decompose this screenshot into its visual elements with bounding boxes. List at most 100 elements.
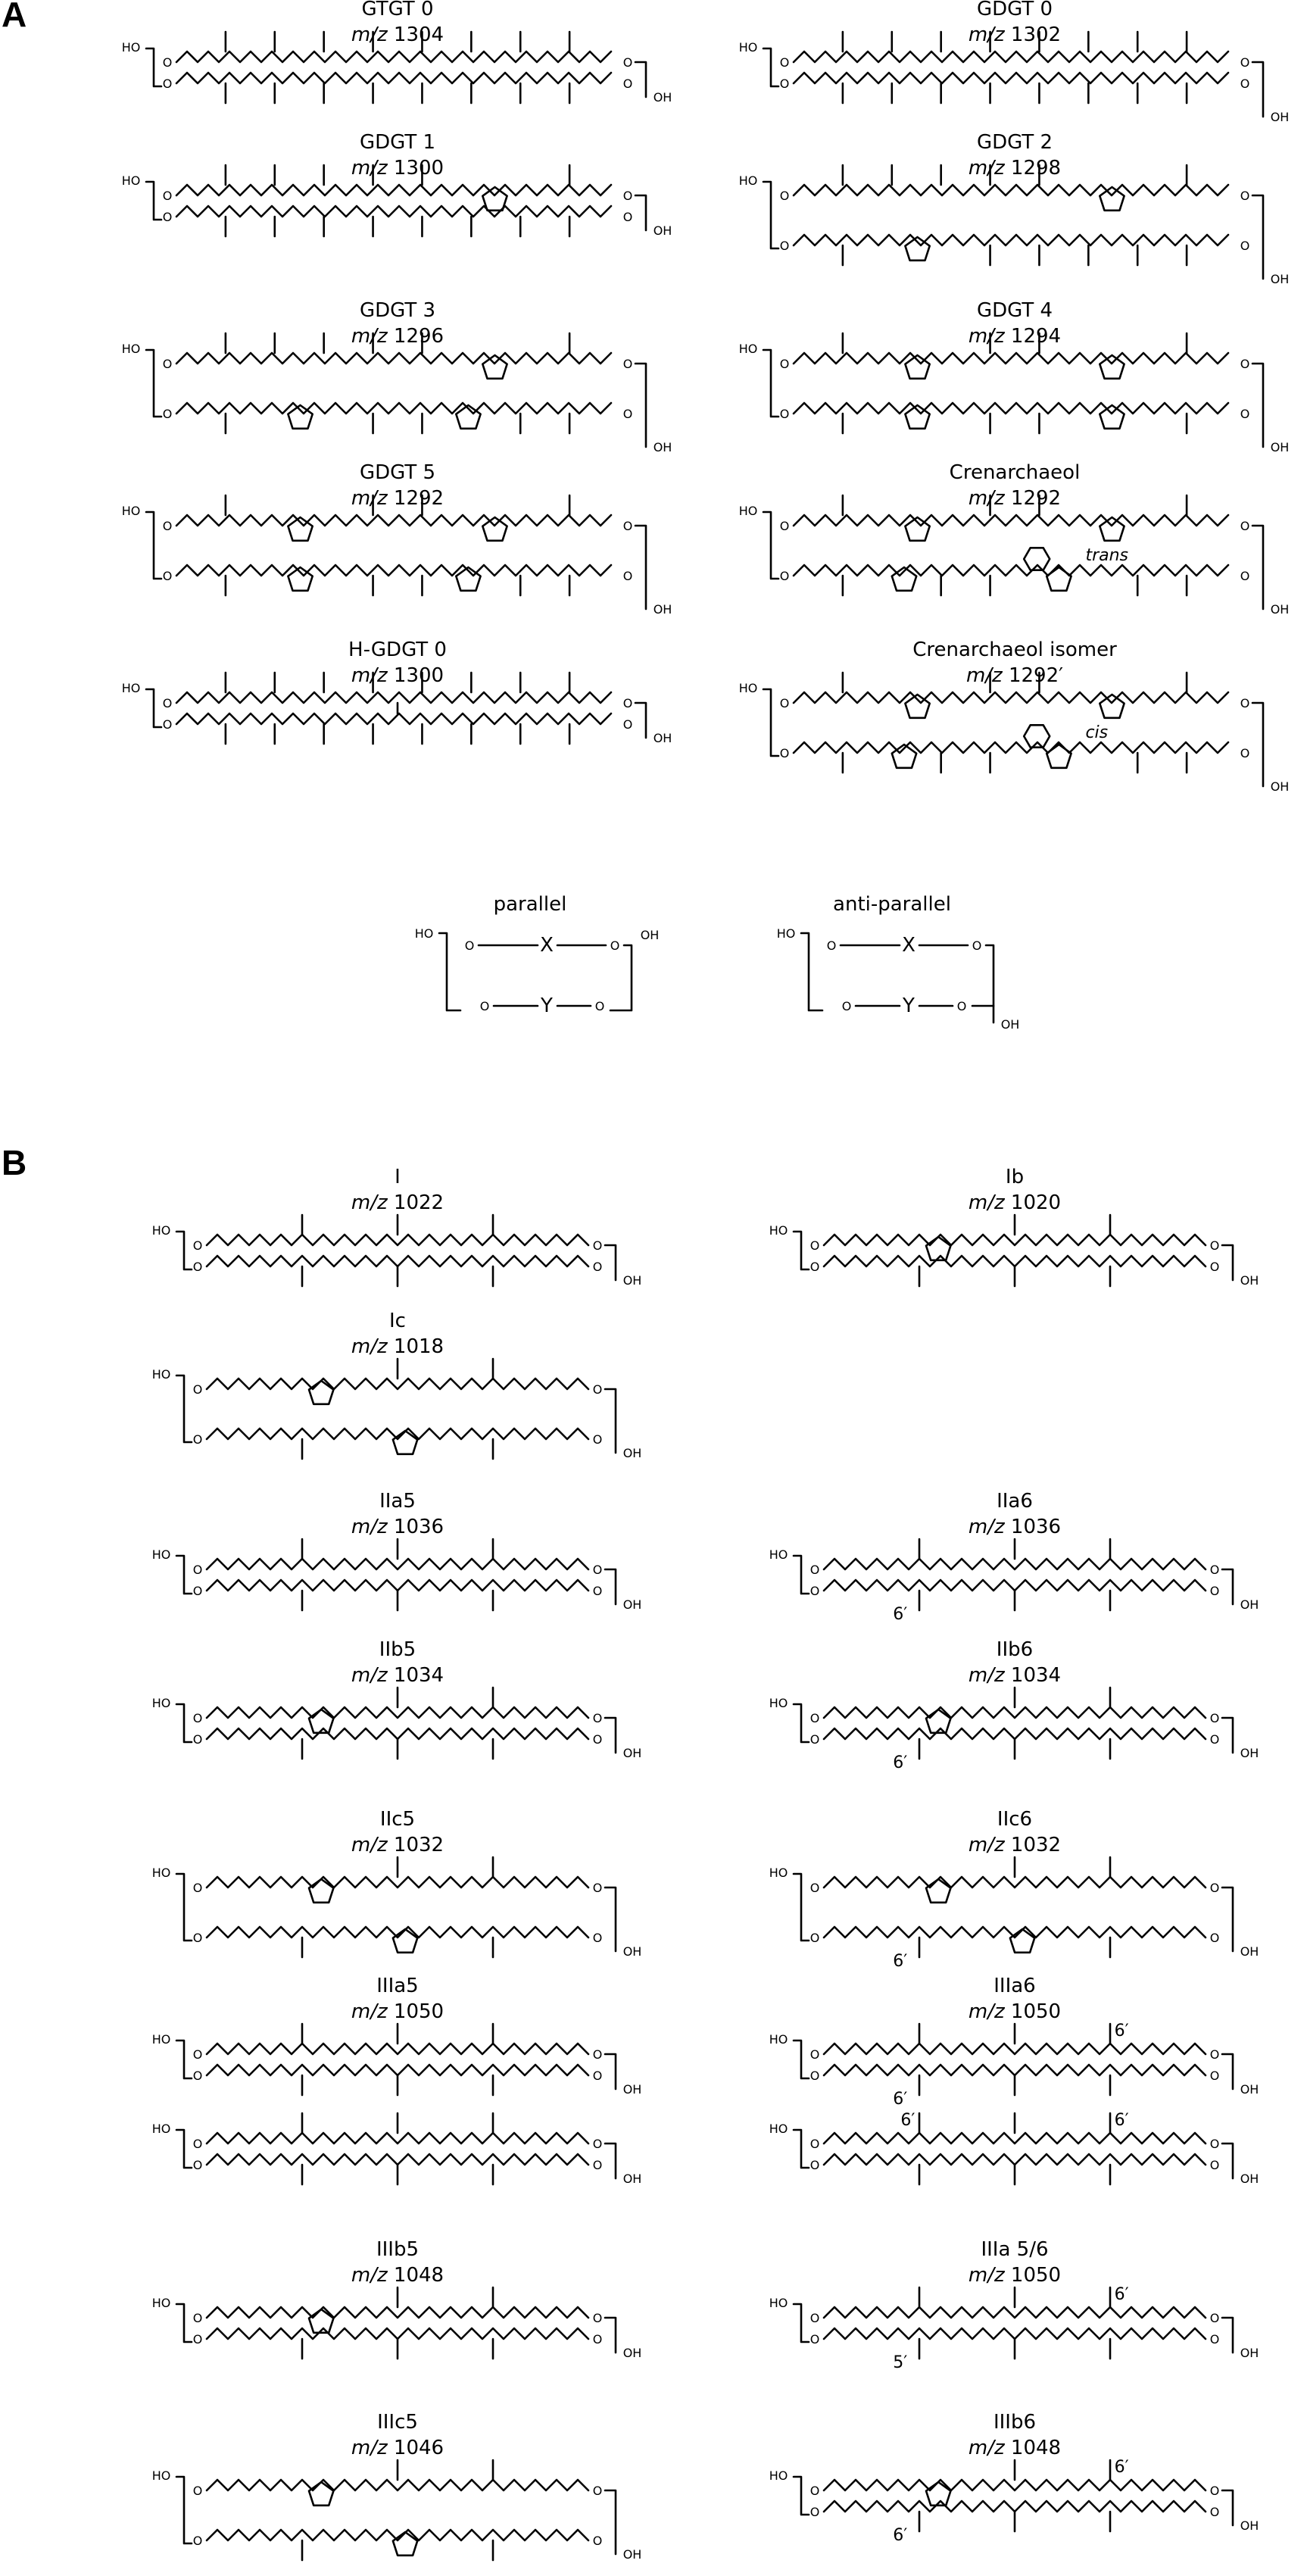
alkyl-chain <box>792 514 1230 527</box>
glycerol-backbone <box>792 2039 810 2080</box>
ether-oxygen: O <box>1240 746 1250 760</box>
alkyl-chain <box>822 2063 1207 2077</box>
hydroxyl-label: HO <box>122 342 141 356</box>
ether-oxygen: O <box>1240 519 1250 533</box>
glycerol-backbone <box>145 511 163 580</box>
cyclopentane-ring <box>925 1708 952 1735</box>
glycerol-backbone <box>1251 194 1265 280</box>
ether-oxygen: O <box>780 76 790 91</box>
branch-position-label: 6′ <box>1115 2285 1129 2304</box>
glycerol-backbone <box>604 2142 617 2180</box>
structure-name: I <box>395 1166 401 1188</box>
ether-oxygen: O <box>1240 407 1250 421</box>
ether-oxygen: O <box>193 1382 203 1397</box>
cyclopentane-ring <box>1099 693 1125 720</box>
alkyl-chain <box>205 2478 590 2492</box>
ether-oxygen: O <box>623 717 633 732</box>
ether-oxygen: O <box>1210 2505 1220 2519</box>
glycerol-backbone <box>1221 2142 1234 2180</box>
mz-prefix: m/z <box>351 2437 394 2459</box>
cyclohexane-ring <box>1022 547 1051 571</box>
mz-value: 1298 <box>1011 157 1061 180</box>
ether-oxygen: O <box>593 1732 603 1747</box>
alkyl-chain <box>205 1427 590 1441</box>
glycerol-backbone <box>604 1886 617 1953</box>
glycerol-backbone <box>792 1703 810 1744</box>
structure-name: IIIa6 <box>994 1975 1035 1997</box>
ether-oxygen: O <box>810 2137 820 2151</box>
alkyl-chain <box>175 205 613 218</box>
glycerol-backbone <box>145 688 163 729</box>
alkyl-chain <box>792 351 1230 365</box>
structure-name: GDGT 0 <box>977 0 1053 20</box>
mass-to-charge: m/z 1022 <box>351 1191 444 1214</box>
ether-oxygen: O <box>623 407 633 421</box>
structure-name: IIb5 <box>379 1638 416 1661</box>
ether-oxygen: O <box>1240 239 1250 253</box>
mz-value: 1296 <box>394 325 444 348</box>
ether-oxygen: O <box>1210 1732 1220 1747</box>
ether-oxygen: O <box>810 1881 820 1895</box>
alkyl-chain <box>205 2327 590 2340</box>
glycerol-backbone <box>145 47 163 88</box>
hydroxyl-label: HO <box>152 2122 171 2136</box>
cyclopentane-ring <box>482 186 508 212</box>
alkyl-chain <box>822 2500 1207 2513</box>
mass-to-charge: m/z 1294 <box>969 325 1061 348</box>
mz-value: 1300 <box>394 664 444 687</box>
ether-oxygen: O <box>193 2137 203 2151</box>
glycerol-backbone <box>634 362 647 448</box>
alkyl-chain <box>175 71 613 85</box>
glycerol-backbone <box>792 1230 810 1271</box>
mz-prefix: m/z <box>351 1335 394 1358</box>
chain-y-label: Y <box>540 994 553 1017</box>
branch-position-label: 6′ <box>893 2090 907 2109</box>
mz-value: 1034 <box>394 1664 444 1687</box>
ether-oxygen: O <box>593 1432 603 1447</box>
alkyl-chain <box>792 183 1230 197</box>
mz-value: 1292 <box>1011 487 1061 510</box>
glycerol-backbone <box>175 1703 193 1744</box>
glycerol-backbone <box>1221 2489 1234 2527</box>
ether-oxygen: O <box>1210 2137 1220 2151</box>
glycerol-backbone <box>1221 2053 1234 2090</box>
glycerol-backbone <box>604 1568 617 1606</box>
cyclopentane-ring <box>891 566 918 592</box>
mass-to-charge: m/z 1048 <box>351 2264 444 2287</box>
stereo-label: cis <box>1085 723 1108 742</box>
mass-to-charge: m/z 1046 <box>351 2437 444 2459</box>
ether-oxygen: O <box>810 1711 820 1725</box>
ether-oxygen: O <box>193 1711 203 1725</box>
mz-prefix: m/z <box>351 1516 394 1538</box>
alkyl-chain <box>822 2042 1207 2056</box>
ether-oxygen: O <box>780 55 790 70</box>
cyclopentane-ring <box>904 404 931 430</box>
alkyl-chain <box>822 2478 1207 2492</box>
glycerol-backbone <box>175 2303 193 2343</box>
alkyl-chain <box>205 1925 590 1939</box>
glycerol-backbone <box>1221 1886 1234 1953</box>
alkyl-chain <box>822 1233 1207 1247</box>
hydroxyl-label: HO <box>152 1547 171 1562</box>
ether-oxygen: O <box>193 2311 203 2325</box>
hydroxyl-label: OH <box>1240 1944 1259 1959</box>
alkyl-chain <box>175 50 613 64</box>
ether-oxygen: O <box>193 1732 203 1747</box>
ether-oxygen: O <box>1210 1563 1220 1577</box>
ether-oxygen: O <box>593 1931 603 1945</box>
ether-oxygen: O <box>623 76 633 91</box>
ether-oxygen: O <box>1210 2158 1220 2172</box>
alkyl-chain <box>205 1557 590 1571</box>
mass-to-charge: m/z 1036 <box>351 1516 444 1538</box>
glycerol-backbone <box>604 2053 617 2090</box>
mz-value: 1032 <box>1011 1834 1061 1856</box>
ether-oxygen: O <box>593 1563 603 1577</box>
glycerol-backbone <box>762 180 780 250</box>
alkyl-chain <box>205 2131 590 2145</box>
stereo-label: trans <box>1085 546 1128 565</box>
chain-y-label: Y <box>902 994 915 1017</box>
ether-oxygen: O <box>193 1260 203 1274</box>
glycerol-backbone <box>762 688 780 757</box>
